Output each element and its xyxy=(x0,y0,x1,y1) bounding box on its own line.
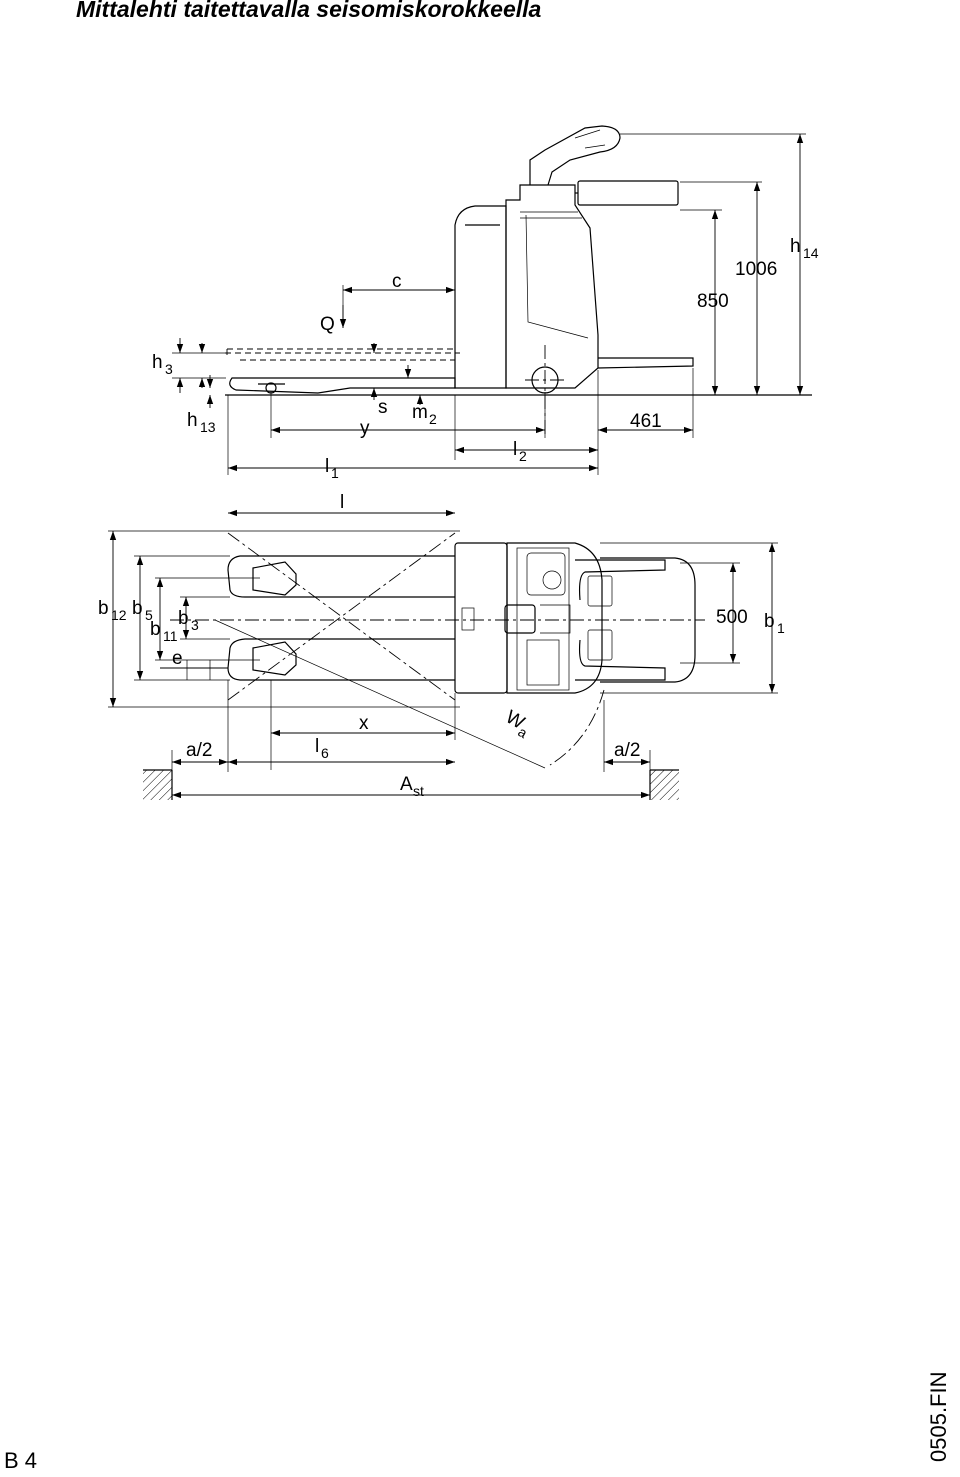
svg-text:2: 2 xyxy=(519,448,527,464)
side-view-dimensions xyxy=(172,133,806,517)
svg-text:h: h xyxy=(152,352,163,373)
svg-text:5: 5 xyxy=(145,607,153,623)
svg-text:h: h xyxy=(187,410,198,431)
svg-text:e: e xyxy=(172,648,183,669)
svg-text:13: 13 xyxy=(200,419,216,435)
svg-text:s: s xyxy=(378,397,388,418)
svg-text:6: 6 xyxy=(321,745,329,761)
page-title: Mittalehti taitettavalla seisomiskorokke… xyxy=(76,0,542,22)
svg-text:Q: Q xyxy=(320,314,335,335)
top-view-truck xyxy=(170,532,705,769)
svg-text:850: 850 xyxy=(697,291,729,312)
svg-text:l: l xyxy=(315,736,319,757)
svg-text:l: l xyxy=(340,492,344,513)
svg-text:14: 14 xyxy=(803,245,819,261)
svg-text:a/2: a/2 xyxy=(614,740,640,761)
svg-text:461: 461 xyxy=(630,411,662,432)
svg-text:b: b xyxy=(150,619,161,640)
svg-text:y: y xyxy=(360,418,370,439)
svg-text:1: 1 xyxy=(331,465,339,481)
svg-text:500: 500 xyxy=(716,607,748,628)
svg-text:m: m xyxy=(412,402,428,423)
svg-text:3: 3 xyxy=(165,361,173,377)
svg-text:l: l xyxy=(513,439,517,460)
document-code: 0505.FIN xyxy=(926,1371,951,1463)
side-view-truck xyxy=(225,125,812,435)
svg-text:b: b xyxy=(764,611,775,632)
svg-text:A: A xyxy=(400,774,413,795)
svg-text:x: x xyxy=(359,713,369,734)
svg-text:l: l xyxy=(325,456,329,477)
svg-text:b: b xyxy=(98,598,109,619)
svg-text:1: 1 xyxy=(777,620,785,636)
svg-text:1006: 1006 xyxy=(735,259,777,280)
svg-text:3: 3 xyxy=(191,617,199,633)
svg-text:2: 2 xyxy=(429,411,437,427)
svg-text:st: st xyxy=(413,783,424,799)
svg-text:h: h xyxy=(790,236,801,257)
svg-text:b: b xyxy=(132,598,143,619)
svg-text:a/2: a/2 xyxy=(186,740,212,761)
svg-text:12: 12 xyxy=(111,607,127,623)
svg-text:c: c xyxy=(392,271,402,292)
svg-text:11: 11 xyxy=(163,628,178,644)
top-view-dimensions xyxy=(108,530,778,800)
svg-text:b: b xyxy=(178,608,189,629)
page-number: B 4 xyxy=(4,1448,38,1473)
